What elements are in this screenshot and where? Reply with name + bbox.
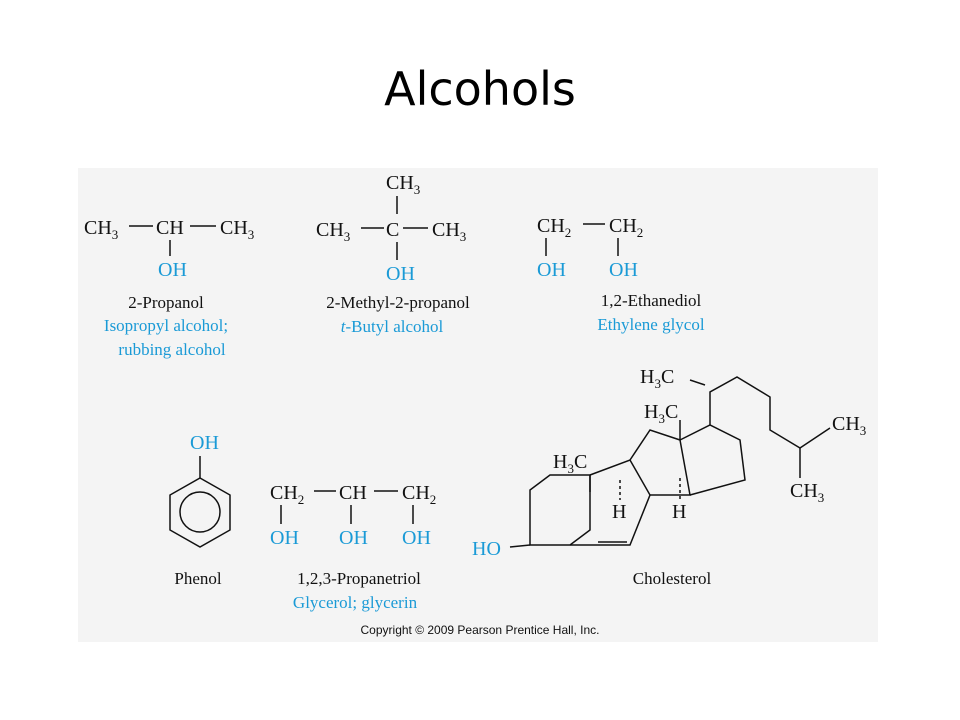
svg-text:CH3: CH3	[316, 219, 350, 244]
hydroxyl-group: OH	[339, 527, 368, 549]
hydroxyl-group: OH	[190, 432, 219, 454]
svg-text:C: C	[386, 219, 399, 241]
propanol-name: 2-Propanol	[128, 293, 204, 312]
propanol-common-name-1: Isopropyl alcohol;	[104, 316, 228, 335]
cholesterol-structure: H3C H3C H3C CH3 CH3 H H HO	[472, 366, 866, 560]
propanetriol-name: 1,2,3-Propanetriol	[297, 569, 421, 588]
ethanediol-common-name: Ethylene glycol	[597, 315, 704, 334]
svg-text:CH3: CH3	[832, 413, 866, 438]
svg-text:H3C: H3C	[553, 451, 587, 476]
svg-text:CH2: CH2	[609, 215, 643, 240]
hydroxyl-group: OH	[386, 263, 415, 285]
hydroxyl-group: OH	[537, 259, 566, 281]
cholesterol-name: Cholesterol	[633, 569, 712, 588]
svg-text:H: H	[612, 501, 626, 523]
ethanediol-structure: CH2 CH2 OH OH	[537, 215, 643, 281]
copyright-notice: Copyright © 2009 Pearson Prentice Hall, …	[361, 623, 600, 637]
svg-text:CH2: CH2	[270, 482, 304, 507]
figure-panel	[78, 168, 878, 642]
propanol-common-name-2: rubbing alcohol	[118, 340, 225, 359]
hydroxyl-group: OH	[609, 259, 638, 281]
svg-text:CH3: CH3	[386, 172, 420, 197]
propanol-structure: CH3 CH CH3 OH	[84, 217, 254, 281]
propanetriol-structure: CH2 CH CH2 OH OH OH	[270, 482, 436, 549]
svg-text:CH: CH	[156, 217, 184, 239]
hydroxyl-group: OH	[158, 259, 187, 281]
benzene-ring	[169, 477, 231, 548]
svg-text:CH3: CH3	[220, 217, 254, 242]
methylpropanol-name: 2-Methyl-2-propanol	[326, 293, 470, 312]
svg-text:H3C: H3C	[644, 401, 678, 426]
hydroxyl-group: HO	[472, 538, 501, 560]
svg-text:H: H	[672, 501, 686, 523]
hydroxyl-group: OH	[402, 527, 431, 549]
svg-text:CH2: CH2	[402, 482, 436, 507]
svg-text:CH3: CH3	[432, 219, 466, 244]
ethanediol-name: 1,2-Ethanediol	[601, 291, 702, 310]
slide-title: Alcohols	[384, 62, 576, 116]
svg-text:CH2: CH2	[537, 215, 571, 240]
propanetriol-common-name: Glycerol; glycerin	[293, 593, 418, 612]
hydroxyl-group: OH	[270, 527, 299, 549]
svg-text:H3C: H3C	[640, 366, 674, 391]
methylpropanol-structure: CH3 CH3 C CH3 OH	[316, 172, 466, 285]
svg-text:CH3: CH3	[790, 480, 824, 505]
svg-text:CH: CH	[339, 482, 367, 504]
svg-text:CH3: CH3	[84, 217, 118, 242]
phenol-name: Phenol	[174, 569, 222, 588]
phenol-structure: OH	[169, 432, 231, 548]
methylpropanol-common-name: t-Butyl alcohol	[341, 317, 444, 336]
